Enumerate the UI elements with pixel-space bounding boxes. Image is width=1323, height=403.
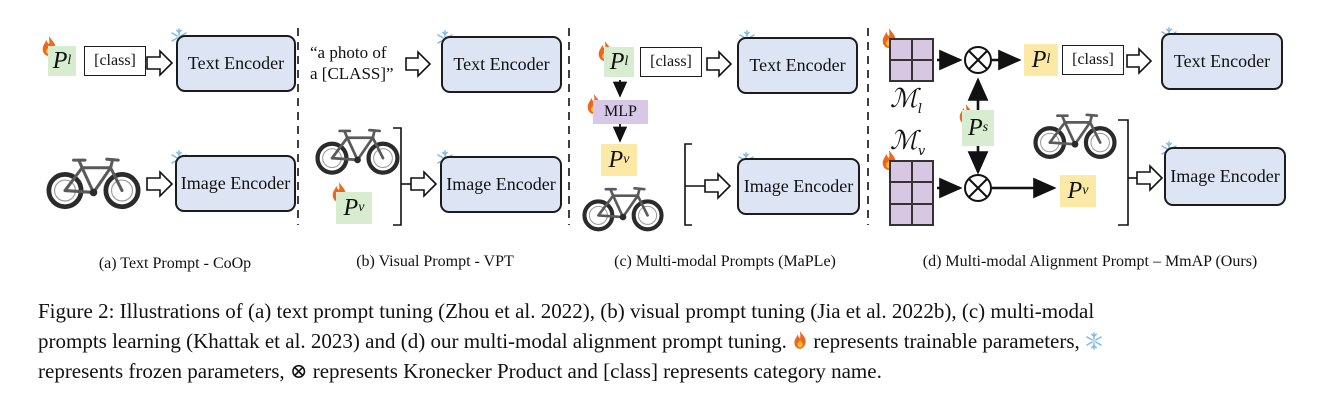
hollow-arrow	[706, 50, 733, 78]
matrix-mv-label: ℳv	[890, 126, 926, 160]
mlp-block: MLP	[593, 100, 648, 124]
panel-d-caption: (d) Multi-modal Alignment Prompt – MmAP …	[922, 253, 1258, 270]
text-encoder: Text Encoder	[1161, 33, 1283, 90]
visual-alignment-matrix	[889, 160, 934, 226]
bracket-c	[684, 143, 692, 226]
hollow-arrow	[1136, 164, 1164, 192]
hollow-arrow	[410, 170, 438, 198]
caption-line-1: Figure 2: Illustrations of (a) text prom…	[38, 299, 1095, 323]
caption-line-2: prompts learning (Khattak et al. 2023) a…	[38, 326, 1298, 356]
kronecker-product-icon	[964, 174, 992, 202]
bicycle-icon	[46, 152, 141, 212]
text-alignment-matrix	[889, 38, 934, 82]
caption-text: prompts learning (Khattak et al. 2023) a…	[38, 329, 787, 353]
bicycle-icon	[582, 182, 664, 234]
panel-a-caption: (a) Text Prompt - CoOp	[98, 255, 252, 272]
caption-text: represents frozen parameters,	[38, 359, 285, 383]
fire-icon	[792, 330, 808, 350]
image-encoder: Image Encoder	[440, 156, 562, 213]
bicycle-icon	[1033, 108, 1117, 162]
figure-caption: Figure 2: Illustrations of (a) text prom…	[38, 296, 1298, 386]
text-encoder: Text Encoder	[441, 36, 562, 93]
hand-crafted-prompt: “a photo of a [CLASS]”	[310, 43, 394, 83]
class-token: [class]	[84, 46, 146, 76]
hollow-arrow	[1126, 47, 1153, 75]
hollow-arrow	[146, 170, 174, 198]
image-encoder: Image Encoder	[1164, 147, 1286, 206]
caption-text: represents Kronecker Product and [class]…	[312, 359, 882, 383]
bicycle-icon	[315, 123, 400, 178]
panel-c-caption: (c) Multi-modal Prompts (MaPLe)	[614, 253, 836, 270]
bracket-b	[393, 127, 402, 226]
matrix-ml-label: ℳl	[890, 84, 922, 118]
image-encoder: Image Encoder	[737, 158, 860, 215]
caption-text: represents trainable parameters,	[813, 329, 1080, 353]
hollow-arrow	[146, 49, 174, 77]
class-token: [class]	[1062, 45, 1124, 75]
hollow-arrow	[704, 172, 732, 200]
kronecker-product-icon	[964, 46, 992, 74]
bracket-d	[1118, 119, 1129, 226]
diagram-connectors	[146, 28, 1164, 226]
kronecker-product-icon: ⊗	[289, 359, 308, 383]
text-encoder: Text Encoder	[737, 37, 858, 94]
text-encoder: Text Encoder	[176, 35, 296, 92]
class-token: [class]	[640, 47, 702, 77]
image-encoder: Image Encoder	[175, 155, 296, 212]
snowflake-icon	[1085, 332, 1103, 350]
panel-b-caption: (b) Visual Prompt - VPT	[356, 253, 514, 270]
caption-line-3: represents frozen parameters, ⊗ represen…	[38, 356, 1298, 386]
hollow-arrow	[405, 50, 432, 78]
